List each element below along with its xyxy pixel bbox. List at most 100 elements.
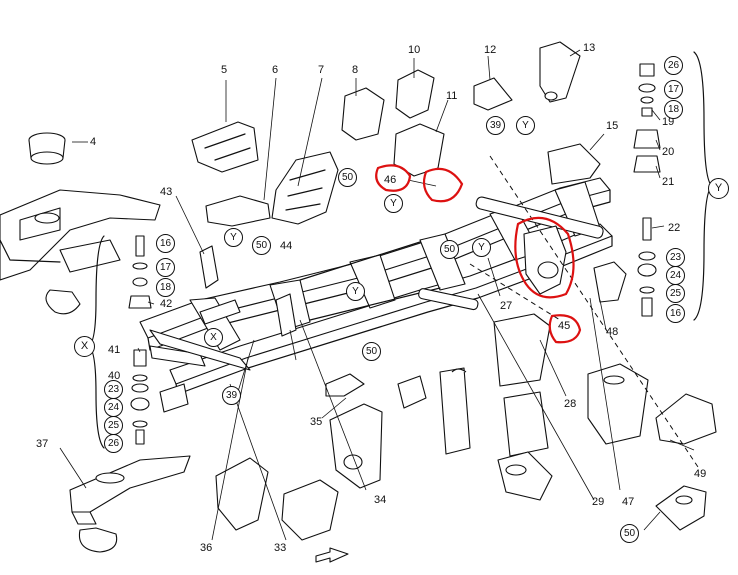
highlight-45-label: [548, 314, 582, 344]
label-48: 48: [606, 326, 619, 338]
highlight-46-label: [375, 164, 412, 192]
callout-Y-group: Y: [708, 178, 729, 199]
part-37: [69, 455, 191, 553]
callout-23-right: 23: [666, 248, 685, 267]
part-33: [281, 479, 339, 541]
label-27: 27: [500, 300, 513, 312]
callout-24-left: 24: [104, 398, 123, 417]
callout-26-right: 26: [664, 56, 683, 75]
part-44: [275, 293, 297, 337]
callout-50-e: 50: [620, 524, 639, 543]
part-47: [587, 363, 649, 445]
label-36: 36: [200, 542, 213, 554]
callout-16-right: 16: [666, 304, 685, 323]
label-34: 34: [374, 494, 387, 506]
part-6-bracket: [205, 195, 271, 227]
callout-50-c: 50: [440, 240, 459, 259]
part-7-bracket: [271, 151, 339, 225]
part-50-plate: [655, 485, 707, 531]
label-47: 47: [622, 496, 635, 508]
rear-crossmember: [149, 329, 251, 371]
callout-39-top: 39: [486, 116, 505, 135]
label-11: 11: [446, 90, 458, 102]
label-40: 40: [108, 370, 121, 382]
callout-Y-top: Y: [516, 116, 535, 135]
label-19: 19: [662, 116, 675, 128]
label-22: 22: [668, 222, 681, 234]
part-45-mount: [523, 225, 567, 295]
part-8-bracket: [341, 87, 385, 141]
callout-50-d: 50: [362, 342, 381, 361]
label-41: 41: [108, 344, 121, 356]
callout-39-bottom: 39: [222, 386, 241, 405]
part-13-bracket: [539, 41, 581, 103]
callout-Y-left: Y: [224, 228, 243, 247]
label-7: 7: [318, 64, 325, 76]
callout-18-right: 18: [664, 100, 683, 119]
part-vertical-bracket: [439, 367, 471, 455]
part-28: [493, 313, 551, 387]
right-mount-stack: [633, 63, 661, 173]
label-43: 43: [160, 186, 173, 198]
part-48: [593, 261, 627, 303]
left-upper-stack: [128, 235, 152, 309]
highlight-45-part: [514, 216, 575, 299]
callout-17-left: 17: [156, 258, 175, 277]
label-49: 49: [694, 468, 707, 480]
part-43: [199, 245, 219, 289]
callout-50-b: 50: [252, 236, 271, 255]
label-6: 6: [272, 64, 279, 76]
callout-X-mid: X: [204, 328, 223, 347]
part-5-bracket: [191, 121, 259, 173]
label-4: 4: [90, 136, 97, 148]
callout-Y-right: Y: [472, 238, 491, 257]
label-28: 28: [564, 398, 577, 410]
part-35: [325, 373, 365, 397]
label-46-highlighted: 46: [384, 174, 397, 186]
label-13: 13: [583, 42, 596, 54]
part-39-lower: [159, 383, 189, 413]
part-vertical-top: [451, 368, 467, 373]
chassis-frame: [139, 177, 613, 395]
callout-16-left: 16: [156, 234, 175, 253]
part-29: [497, 451, 553, 501]
label-8: 8: [352, 64, 359, 76]
callout-25-left: 25: [104, 416, 123, 435]
part-12-bracket: [473, 77, 513, 111]
callout-26-left: 26: [104, 434, 123, 453]
left-lower-stack: [130, 349, 150, 445]
label-45-highlighted: 45: [558, 320, 571, 332]
label-21: 21: [662, 176, 675, 188]
part-27-bracket: [503, 391, 549, 457]
part-15-bracket: [547, 143, 601, 185]
part-bracket-lower: [397, 375, 427, 409]
label-29: 29: [592, 496, 605, 508]
part-49: [655, 393, 717, 445]
callout-17-right: 17: [664, 80, 683, 99]
part-10-bracket: [395, 69, 435, 119]
label-10: 10: [408, 44, 421, 56]
label-44: 44: [280, 240, 293, 252]
label-42: 42: [160, 298, 173, 310]
callout-25-right: 25: [666, 284, 685, 303]
callout-18-left: 18: [156, 278, 175, 297]
callout-Y-lower: Y: [346, 282, 365, 301]
part-34: [329, 403, 383, 489]
label-37: 37: [36, 438, 49, 450]
callout-24-right: 24: [666, 266, 685, 285]
label-12: 12: [484, 44, 497, 56]
label-5: 5: [221, 64, 228, 76]
highlight-46-part: [422, 167, 464, 203]
callout-X-group: X: [74, 336, 95, 357]
label-15: 15: [606, 120, 619, 132]
front-subframe-part: [0, 189, 161, 315]
label-20: 20: [662, 146, 675, 158]
callout-Y-mid: Y: [384, 194, 403, 213]
label-35: 35: [310, 416, 323, 428]
part-4-bushing: [28, 132, 66, 165]
direction-arrow-icon: [315, 547, 349, 563]
red-highlights: [375, 164, 582, 344]
label-33: 33: [274, 542, 287, 554]
